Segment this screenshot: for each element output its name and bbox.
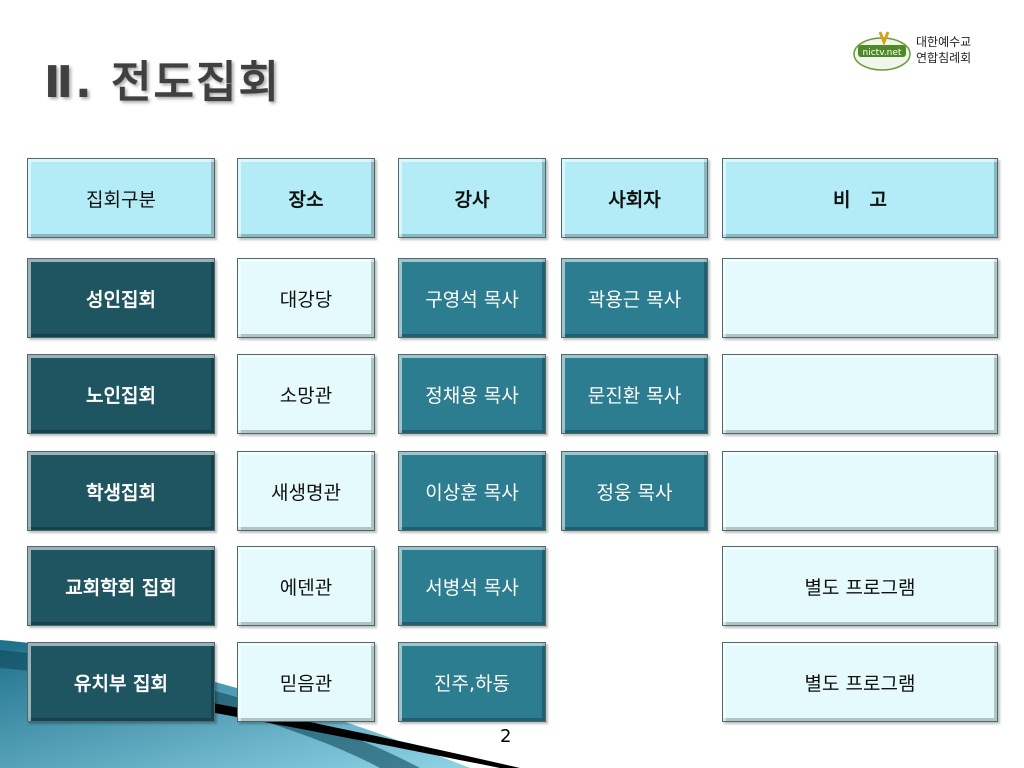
row-place: 새생명관 <box>237 451 375 531</box>
row-host: 문진환 목사 <box>561 354 708 434</box>
row-note: 별도 프로그램 <box>722 642 998 722</box>
row-host: 정웅 목사 <box>561 451 708 531</box>
row-speaker: 진주,하동 <box>398 642 546 722</box>
row-place: 믿음관 <box>237 642 375 722</box>
row-place: 소망관 <box>237 354 375 434</box>
logo-org-line1: 대한예수교 <box>916 35 972 49</box>
page-title: Ⅱ. 전도집회 <box>44 57 281 108</box>
row-category: 학생집회 <box>27 451 215 531</box>
row-category: 노인집회 <box>27 354 215 434</box>
header-place: 장소 <box>237 158 375 238</box>
logo-org-name: 대한예수교 연합침례회 <box>916 34 971 66</box>
header-category: 집회구분 <box>27 158 215 238</box>
row-category: 유치부 집회 <box>27 642 215 722</box>
header-note: 비 고 <box>722 158 998 238</box>
logo-org-line2: 연합침례회 <box>916 51 972 65</box>
row-speaker: 이상훈 목사 <box>398 451 546 531</box>
row-note <box>722 258 998 338</box>
logo-badge-text: nictv.net <box>863 48 902 58</box>
logo: nictv.net <box>853 31 911 71</box>
row-speaker: 정채용 목사 <box>398 354 546 434</box>
row-note <box>722 354 998 434</box>
header-host: 사회자 <box>561 158 708 238</box>
row-host: 곽용근 목사 <box>561 258 708 338</box>
row-category: 교회학회 집회 <box>27 546 215 626</box>
row-note <box>722 451 998 531</box>
page-number: 2 <box>500 726 512 747</box>
row-place: 대강당 <box>237 258 375 338</box>
row-place: 에덴관 <box>237 546 375 626</box>
row-note: 별도 프로그램 <box>722 546 998 626</box>
row-category: 성인집회 <box>27 258 215 338</box>
row-speaker: 서병석 목사 <box>398 546 546 626</box>
header-speaker: 강사 <box>398 158 546 238</box>
row-speaker: 구영석 목사 <box>398 258 546 338</box>
